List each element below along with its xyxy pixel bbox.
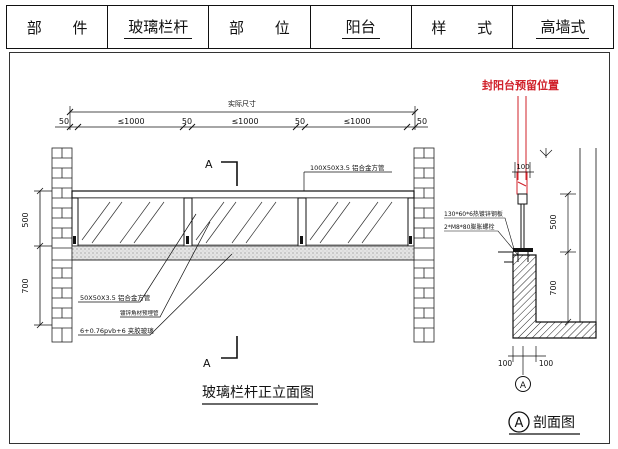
component-label: 部 件 xyxy=(26,18,101,37)
section-top-rail xyxy=(517,193,528,205)
section-dim-upper: 500 xyxy=(549,214,558,229)
dim-upper-height: 500 xyxy=(21,212,30,227)
dim-panel-2: ≤1000 xyxy=(231,117,258,126)
elevation-title: 玻璃栏杆正立面图 xyxy=(202,384,314,401)
section-cut-bottom-label: A xyxy=(203,357,211,370)
dim-panel-3: ≤1000 xyxy=(343,117,370,126)
grid-bubble-label: A xyxy=(520,381,527,391)
leader-top-rail xyxy=(303,171,392,191)
location-value: 阳台 xyxy=(341,16,380,39)
dim-post-1: 50 xyxy=(182,117,192,126)
style-value: 高墙式 xyxy=(536,16,590,39)
label-anchor: 镀锌角材预埋管 xyxy=(120,309,159,317)
section-cut-bottom xyxy=(221,336,238,359)
dim-post-2: 50 xyxy=(295,117,305,126)
section-top-dimension xyxy=(512,162,534,178)
label-bolts: 2*M8*80膨胀螺栓 xyxy=(444,223,494,231)
top-rail xyxy=(71,190,415,199)
section-right-dimensions xyxy=(560,190,576,326)
title-block-header: 部 件 玻璃栏杆 部 位 阳台 样 式 高墙式 xyxy=(6,5,614,49)
header-cell-style-label: 样 式 xyxy=(412,6,513,48)
section-dim-bottom-left: 100 xyxy=(498,359,513,368)
section-dim-bottom-right: 100 xyxy=(539,359,554,368)
concrete-curb xyxy=(71,245,415,261)
component-value: 玻璃栏杆 xyxy=(124,16,193,39)
right-brick-wall xyxy=(413,147,435,343)
label-plate: 130*60*6热镀锌钢板 xyxy=(444,210,503,218)
section-view: 封阳台预留位置 100 xyxy=(444,78,597,435)
glass-panels xyxy=(77,197,409,246)
header-cell-location-value: 阳台 xyxy=(311,6,412,48)
section-cut-top-label: A xyxy=(205,158,213,171)
section-dim-lower: 700 xyxy=(549,280,558,295)
style-label: 样 式 xyxy=(431,18,506,37)
section-title-bubble xyxy=(508,411,530,433)
section-title: 剖面图 xyxy=(533,415,575,431)
label-post: 50X50X3.5 铝合金方管 xyxy=(80,293,151,302)
header-cell-component-value: 玻璃栏杆 xyxy=(108,6,210,48)
reserved-position-marker xyxy=(516,96,528,195)
section-top-dim-value: 100 xyxy=(516,163,529,171)
section-base-plate xyxy=(513,248,533,252)
section-cut-top xyxy=(221,161,238,186)
header-cell-location-label: 部 位 xyxy=(209,6,311,48)
header-cell-component-label: 部 件 xyxy=(7,6,109,48)
reserved-position-label: 封阳台预留位置 xyxy=(482,78,559,92)
dim-end-right: 50 xyxy=(417,117,427,126)
section-bottom-dimensions xyxy=(508,346,546,375)
leaders-section xyxy=(444,217,519,256)
elevation-view: 实际尺寸 50 ≤1000 50 ≤1000 50 ≤1000 50 xyxy=(21,99,435,405)
overall-dimension-label: 实际尺寸 xyxy=(228,99,256,108)
header-cell-style-value: 高墙式 xyxy=(513,6,613,48)
dim-lower-height: 700 xyxy=(21,278,30,293)
anchor-bolts xyxy=(73,236,412,244)
location-label: 部 位 xyxy=(229,18,303,37)
label-glass: 6+0.76pvb+6 夹胶玻璃 xyxy=(80,326,154,335)
left-brick-wall xyxy=(51,147,73,343)
leaders-lower xyxy=(78,213,233,336)
dim-panel-1: ≤1000 xyxy=(117,117,144,126)
drawing-frame xyxy=(9,52,610,444)
label-top-rail: 100X50X3.5 铝合金方管 xyxy=(310,163,385,172)
overall-dimension: 实际尺寸 xyxy=(66,99,419,130)
grid-bubble xyxy=(515,376,531,392)
dim-end-left: 50 xyxy=(59,117,69,126)
section-title-mark: A xyxy=(515,416,524,431)
left-dimensions xyxy=(34,187,52,329)
segment-dimensions: 50 ≤1000 50 ≤1000 50 ≤1000 50 xyxy=(55,117,428,131)
